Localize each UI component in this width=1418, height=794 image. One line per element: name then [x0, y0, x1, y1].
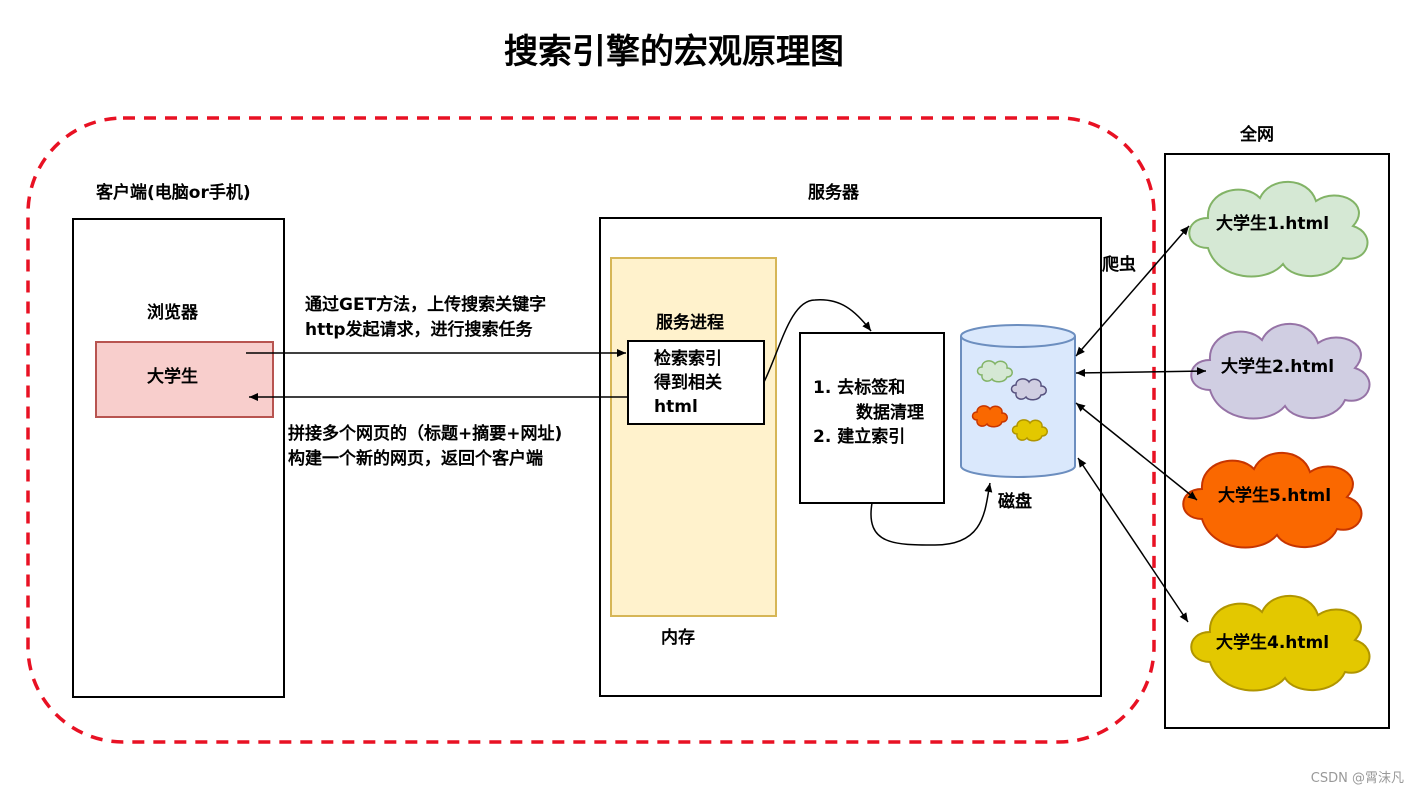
crawler-arrow-1	[1075, 225, 1190, 357]
search-process-box	[627, 340, 765, 425]
web-cloud-1	[1188, 180, 1369, 278]
web-page-2-label: 大学生2.html	[1221, 357, 1335, 377]
web-label: 全网	[1240, 125, 1274, 145]
web-cloud-4	[1190, 594, 1371, 692]
index-step-1b: 数据清理	[856, 403, 924, 423]
server-box	[599, 217, 1102, 697]
web-page-1-label: 大学生1.html	[1216, 214, 1330, 234]
disk-cloud-purple	[1010, 378, 1047, 401]
memory-label: 内存	[661, 628, 695, 648]
query-text: 大学生	[147, 367, 198, 387]
browser-label: 浏览器	[147, 303, 198, 323]
index-box	[799, 332, 945, 504]
client-label: 客户端(电脑or手机)	[96, 183, 251, 203]
disk-cloud-yellow	[1011, 419, 1048, 442]
memory-area	[610, 257, 777, 617]
process-label: 服务进程	[656, 313, 724, 333]
search-step-line-1: 检索索引	[654, 349, 722, 369]
search-to-index-arrow	[763, 299, 872, 383]
page-title: 搜索引擎的宏观原理图	[504, 32, 844, 72]
crawler-arrow-4	[1077, 457, 1189, 623]
search-step-line-3: html	[654, 397, 698, 417]
web-box	[1164, 153, 1390, 729]
web-page-4-label: 大学生4.html	[1216, 633, 1330, 653]
disk-label: 磁盘	[998, 492, 1032, 512]
index-step-1: 1. 去标签和	[813, 378, 906, 398]
crawler-arrow-2	[1075, 367, 1207, 377]
disk-cloud-green	[976, 360, 1013, 383]
request-note-line-1: 通过GET方法，上传搜索关键字	[305, 295, 547, 315]
response-note-line-1: 拼接多个网页的（标题+摘要+网址)	[288, 424, 563, 444]
index-step-2: 2. 建立索引	[813, 427, 906, 447]
client-box	[72, 218, 285, 698]
web-cloud-3	[1182, 451, 1363, 549]
search-step-line-2: 得到相关	[654, 373, 722, 393]
web-cloud-2	[1190, 322, 1371, 420]
index-to-disk-arrow	[870, 482, 993, 546]
request-note-line-2: http发起请求，进行搜索任务	[305, 320, 533, 340]
server-label: 服务器	[808, 183, 859, 203]
query-box	[95, 341, 274, 418]
watermark: CSDN @霄沫凡	[1310, 771, 1404, 786]
response-note-line-2: 构建一个新的网页，返回个客户端	[288, 449, 543, 469]
disk-cloud-orange	[971, 405, 1008, 428]
crawler-label: 爬虫	[1102, 255, 1136, 275]
web-page-3-label: 大学生5.html	[1218, 486, 1332, 506]
system-boundary	[26, 116, 1156, 744]
